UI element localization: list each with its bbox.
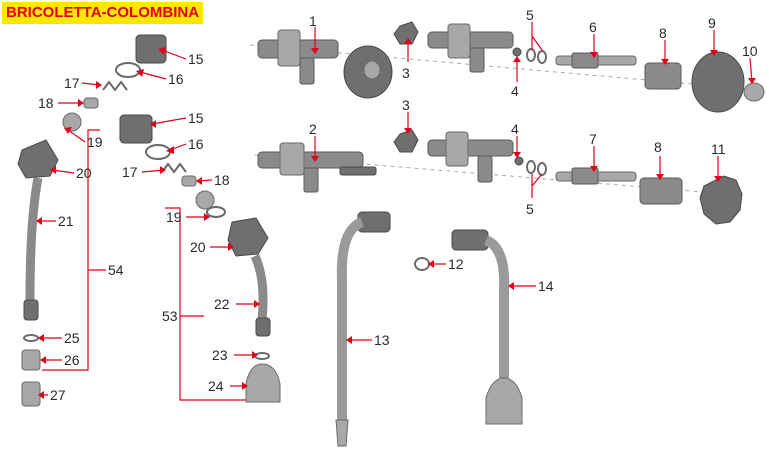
part-16-gasket-bottom bbox=[145, 144, 171, 160]
part-18-tip-top bbox=[83, 97, 99, 109]
part-25-oring bbox=[23, 334, 39, 342]
callout-54: 54 bbox=[108, 262, 124, 278]
parts-drawing bbox=[17, 21, 765, 447]
part-6-stem bbox=[555, 52, 637, 69]
part-27-tip bbox=[21, 381, 41, 407]
callout-23: 23 bbox=[212, 347, 228, 363]
part-21-steam-wand bbox=[17, 112, 82, 321]
part-7-stem bbox=[555, 167, 637, 185]
part-5-oring-a bbox=[526, 48, 536, 62]
callout-12: 12 bbox=[448, 256, 464, 272]
part-23-oring bbox=[254, 352, 270, 360]
part-9-knob bbox=[691, 51, 745, 113]
callout-15-top: 15 bbox=[188, 51, 204, 67]
part-2-valve-body bbox=[257, 142, 377, 193]
part-5-oring-d bbox=[537, 162, 547, 176]
part-17-spring-bottom bbox=[161, 162, 187, 174]
callout-3-top: 3 bbox=[402, 65, 410, 81]
part-8-bushing-bottom bbox=[639, 177, 683, 205]
callout-labels: 1 2 3 3 4 4 5 5 6 7 8 8 9 10 11 12 13 14… bbox=[38, 7, 758, 403]
callout-9: 9 bbox=[708, 15, 716, 31]
part-16-gasket-top bbox=[115, 62, 141, 78]
callout-6: 6 bbox=[589, 19, 597, 35]
callout-17-bottom: 17 bbox=[122, 164, 138, 180]
callout-17-top: 17 bbox=[64, 75, 80, 91]
callout-15-bottom: 15 bbox=[188, 110, 204, 126]
callout-11: 11 bbox=[711, 141, 726, 157]
callout-19-right: 19 bbox=[166, 209, 182, 225]
part-14-wand bbox=[451, 229, 523, 425]
part-13-wand bbox=[335, 211, 391, 447]
callout-53: 53 bbox=[162, 308, 178, 324]
part-26-nozzle bbox=[21, 349, 41, 371]
part-24-froth-tip bbox=[245, 363, 281, 403]
callout-22: 22 bbox=[214, 296, 230, 312]
part-22-steam-wand bbox=[195, 190, 271, 337]
callout-5-top: 5 bbox=[526, 7, 534, 23]
part-15-nut-top bbox=[135, 34, 167, 64]
callout-2: 2 bbox=[309, 121, 317, 137]
part-4-ball-bottom bbox=[514, 156, 524, 166]
callout-4-bottom: 4 bbox=[511, 121, 519, 137]
part-4-ball-top bbox=[512, 47, 522, 57]
callout-20-left: 20 bbox=[76, 165, 92, 181]
part-3-nut-top bbox=[393, 21, 419, 45]
part-11-star-knob bbox=[699, 175, 743, 225]
part-8-bushing-top bbox=[644, 62, 682, 90]
callout-5-bottom: 5 bbox=[526, 201, 534, 217]
callout-7: 7 bbox=[589, 131, 597, 147]
diagram-title: BRICOLETTA-COLOMBINA bbox=[2, 2, 204, 24]
callout-4-top: 4 bbox=[511, 83, 519, 99]
part-10-cap bbox=[743, 82, 765, 102]
part-steam-body-bottom bbox=[427, 131, 514, 183]
part-3-nut-bottom bbox=[393, 129, 419, 153]
part-17-spring-top bbox=[102, 80, 128, 92]
callout-3-bottom: 3 bbox=[402, 97, 410, 113]
part-12-ring bbox=[414, 257, 430, 271]
callout-27: 27 bbox=[50, 387, 66, 403]
callout-16-bottom: 16 bbox=[188, 136, 204, 152]
callout-19-left: 19 bbox=[87, 134, 103, 150]
callout-14: 14 bbox=[538, 278, 554, 294]
leader-lines bbox=[36, 22, 756, 401]
part-steam-body-top bbox=[427, 23, 514, 73]
callout-8-bottom: 8 bbox=[654, 139, 662, 155]
callout-21: 21 bbox=[58, 213, 74, 229]
callout-24: 24 bbox=[208, 378, 224, 394]
part-5-oring-b bbox=[537, 50, 547, 64]
part-15-nut-bottom bbox=[119, 114, 153, 144]
part-18-tip-bottom bbox=[181, 175, 197, 187]
callout-13: 13 bbox=[374, 332, 390, 348]
callout-1: 1 bbox=[309, 13, 317, 29]
callout-25: 25 bbox=[64, 330, 80, 346]
callout-8-top: 8 bbox=[659, 25, 667, 41]
callout-10: 10 bbox=[742, 43, 758, 59]
part-1-valve-body bbox=[257, 29, 393, 99]
callout-16-top: 16 bbox=[168, 71, 184, 87]
callout-18-top: 18 bbox=[38, 95, 54, 111]
callout-20-right: 20 bbox=[190, 239, 206, 255]
part-5-oring-c bbox=[526, 160, 536, 174]
callout-18-bottom: 18 bbox=[214, 172, 230, 188]
callout-26: 26 bbox=[64, 352, 80, 368]
